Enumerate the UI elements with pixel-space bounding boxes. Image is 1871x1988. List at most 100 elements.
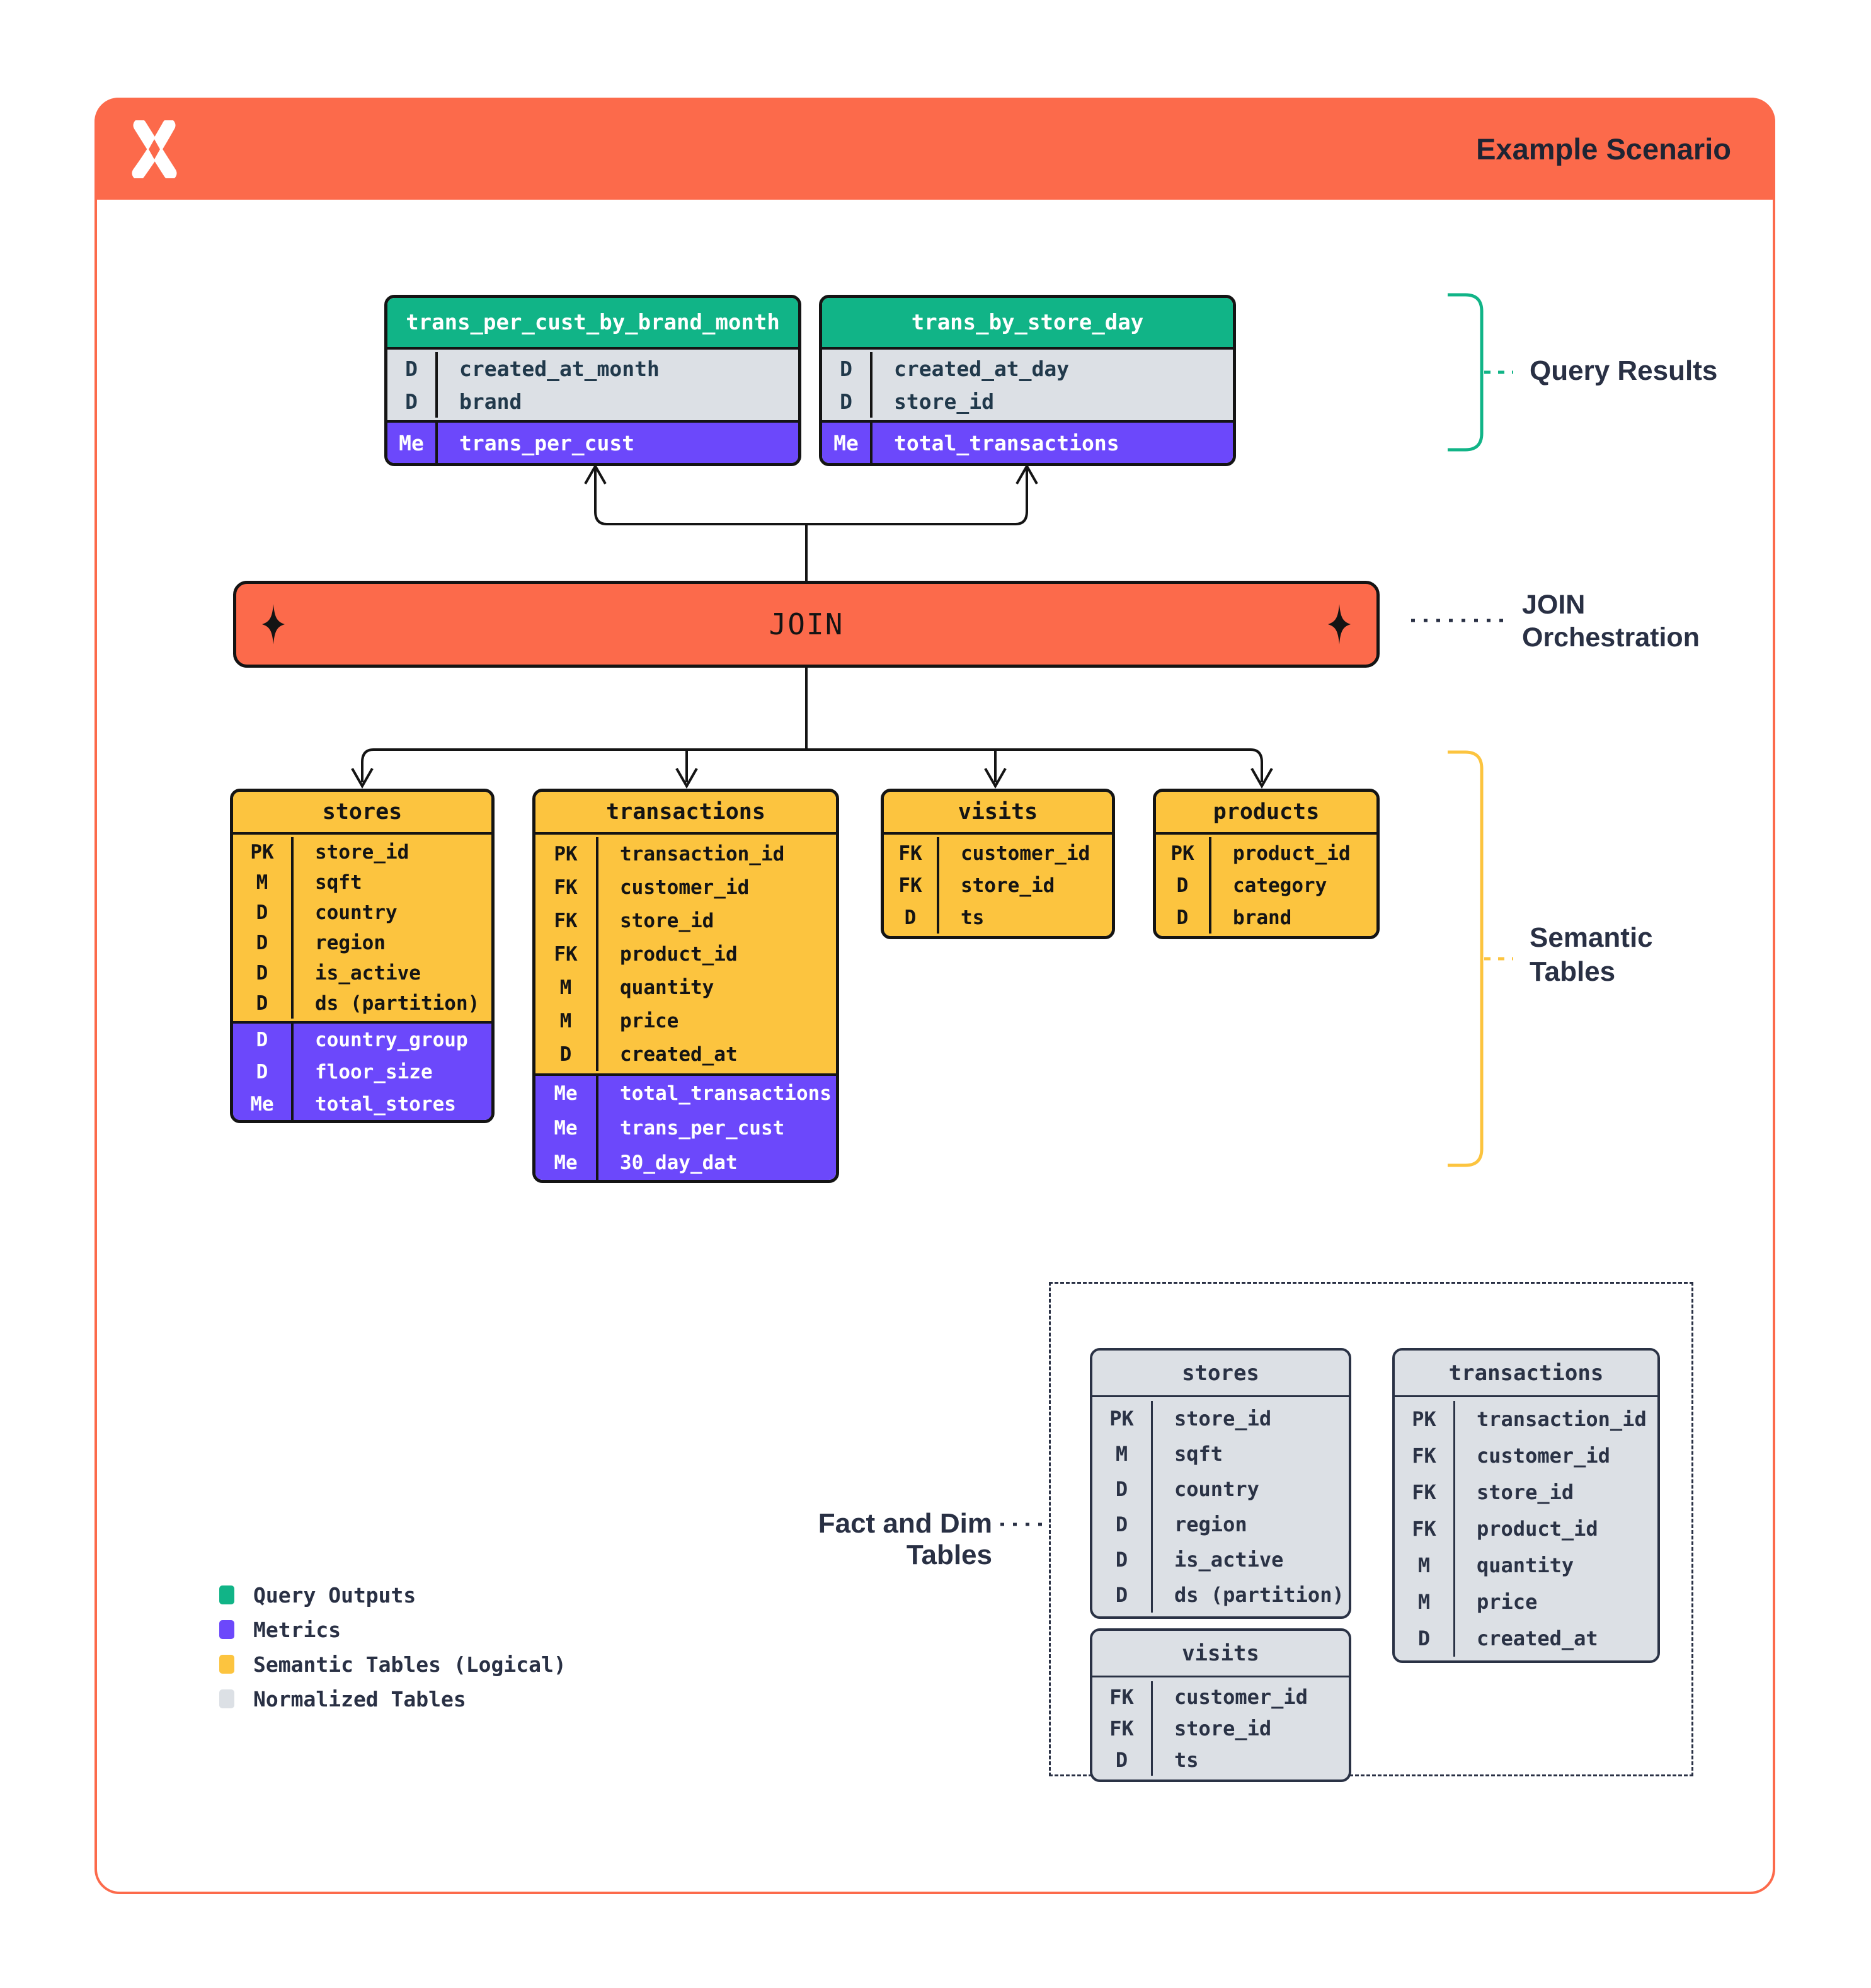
row-key: FK bbox=[1092, 1713, 1153, 1744]
row-field: quantity bbox=[1477, 1553, 1574, 1577]
row-key: PK bbox=[233, 837, 294, 867]
table-row: PK transaction_id bbox=[1395, 1401, 1657, 1437]
row-field: store_id bbox=[1174, 1717, 1272, 1740]
row-field: floor_size bbox=[315, 1060, 433, 1083]
row-field: created_at_day bbox=[894, 356, 1070, 381]
row-field: total_transactions bbox=[894, 430, 1119, 455]
row-key: D bbox=[233, 1056, 294, 1088]
legend-label: Metrics bbox=[253, 1617, 341, 1642]
row-key: FK bbox=[1092, 1681, 1153, 1713]
legend-item-semantic-tables: Semantic Tables (Logical) bbox=[219, 1652, 566, 1677]
row-field: brand bbox=[459, 389, 522, 414]
table-title: transactions bbox=[1395, 1351, 1657, 1397]
row-key: M bbox=[1092, 1436, 1153, 1471]
table-title: transactions bbox=[535, 792, 836, 835]
table-title: visits bbox=[1092, 1631, 1349, 1677]
row-key: D bbox=[535, 1037, 598, 1071]
sparkle-diamond-icon bbox=[1328, 604, 1351, 644]
row-key: M bbox=[535, 971, 598, 1004]
row-key: Me bbox=[822, 423, 873, 463]
row-key: FK bbox=[1395, 1511, 1455, 1547]
page-title: Example Scenario bbox=[1476, 132, 1731, 166]
join-orchestration-bar: JOIN bbox=[233, 581, 1380, 668]
table-row: FK store_id bbox=[1092, 1713, 1349, 1744]
row-field: transaction_id bbox=[1477, 1407, 1647, 1431]
row-key: D bbox=[822, 352, 873, 385]
row-field: sqft bbox=[315, 871, 362, 894]
row-field: country_group bbox=[315, 1028, 468, 1051]
row-field: store_id bbox=[894, 389, 994, 414]
row-field: store_id bbox=[620, 909, 714, 932]
row-key: PK bbox=[1395, 1401, 1455, 1437]
table-title: stores bbox=[1092, 1351, 1349, 1397]
row-field: customer_id bbox=[1174, 1685, 1308, 1709]
row-field: ds (partition) bbox=[315, 992, 480, 1015]
table-title: trans_by_store_day bbox=[822, 298, 1233, 350]
legend-item-query-outputs: Query Outputs bbox=[219, 1582, 416, 1608]
table-row: Me total_transactions bbox=[822, 423, 1233, 463]
row-field: ds (partition) bbox=[1174, 1583, 1344, 1607]
legend-label: Query Outputs bbox=[253, 1582, 416, 1608]
row-field: customer_id bbox=[961, 842, 1090, 865]
sparkle-diamond-icon bbox=[262, 604, 285, 644]
table-row: FK customer_id bbox=[1395, 1437, 1657, 1474]
row-key: D bbox=[1156, 901, 1211, 934]
row-key: FK bbox=[1395, 1437, 1455, 1474]
table-title: products bbox=[1156, 792, 1376, 835]
row-key: D bbox=[233, 988, 294, 1019]
fact-dim-container bbox=[1049, 1282, 1693, 1776]
header-bar: Example Scenario bbox=[94, 98, 1775, 200]
row-key: D bbox=[1092, 1507, 1153, 1542]
join-orchestration-label: JOIN Orchestration bbox=[1522, 590, 1700, 653]
row-key: D bbox=[387, 352, 438, 385]
row-field: store_id bbox=[1174, 1407, 1272, 1431]
legend-swatch-purple bbox=[219, 1620, 234, 1639]
row-key: D bbox=[822, 385, 873, 418]
row-key: M bbox=[233, 867, 294, 898]
metric-rows: Me total_transactions bbox=[822, 420, 1233, 463]
legend-label: Normalized Tables bbox=[253, 1686, 466, 1711]
row-key: D bbox=[1156, 869, 1211, 901]
table-title: visits bbox=[884, 792, 1112, 835]
row-key: M bbox=[1395, 1547, 1455, 1584]
row-field: customer_id bbox=[1477, 1444, 1610, 1468]
row-key: M bbox=[535, 1004, 598, 1037]
row-key: PK bbox=[1156, 837, 1211, 869]
semantic-tables-label: Semantic Tables bbox=[1530, 922, 1653, 987]
x-logo bbox=[132, 120, 177, 178]
